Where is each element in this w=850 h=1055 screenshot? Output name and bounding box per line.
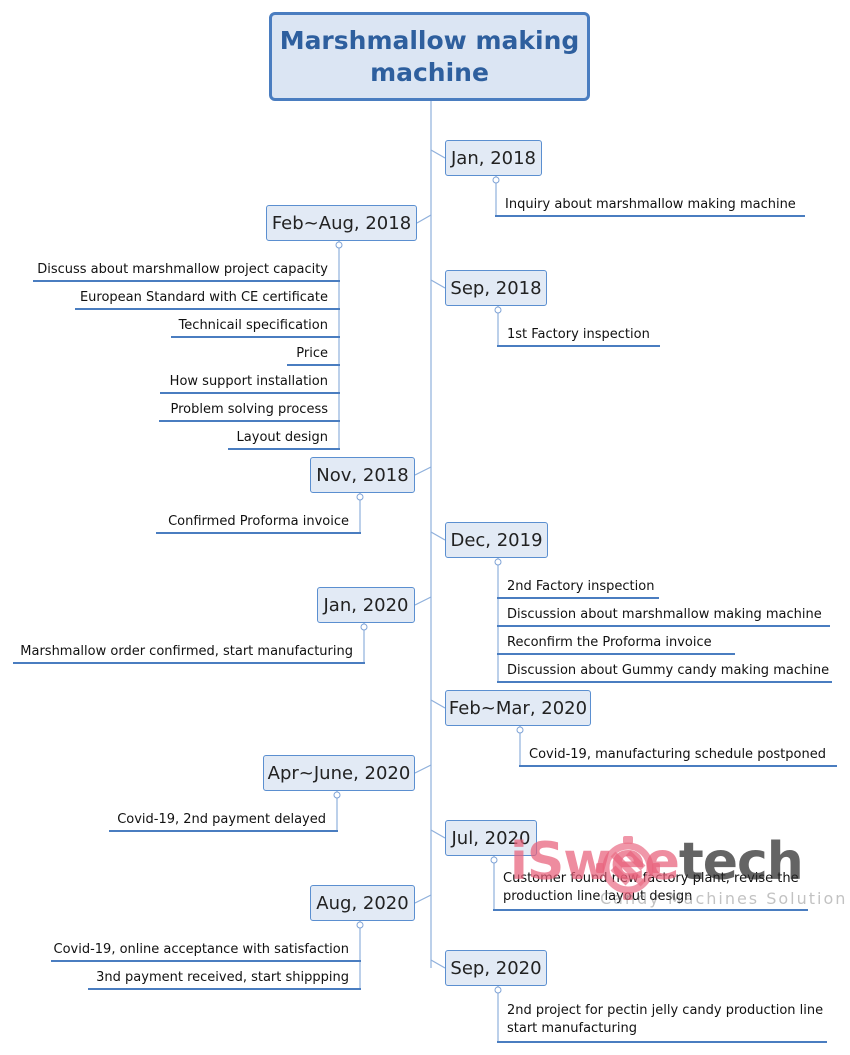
milestone-date-node[interactable]: Jan, 2020 (317, 587, 415, 623)
milestone-item[interactable]: European Standard with CE certificate (79, 290, 328, 305)
milestone-item[interactable]: Covid-19, online acceptance with satisfa… (53, 942, 350, 957)
branch-collapse-dot[interactable] (494, 558, 502, 566)
milestone-item[interactable]: 3nd payment received, start shippping (96, 970, 349, 985)
milestone-item[interactable]: Layout design (236, 430, 328, 445)
milestone-item[interactable]: Inquiry about marshmallow making machine (505, 197, 796, 212)
milestone-item[interactable]: Discussion about marshmallow making mach… (507, 607, 822, 622)
milestone-date-node[interactable]: Sep, 2018 (445, 270, 547, 306)
milestone-item[interactable]: Price (296, 346, 328, 361)
branch-collapse-dot[interactable] (492, 176, 500, 184)
date-connector (430, 531, 446, 541)
watermark-logo-icon (596, 836, 660, 900)
date-connector (430, 829, 446, 839)
date-connector (430, 699, 446, 709)
milestone-item[interactable]: Technicail specification (178, 318, 328, 333)
branch-collapse-dot[interactable] (490, 856, 498, 864)
milestone-item[interactable]: Covid-19, manufacturing schedule postpon… (529, 747, 826, 762)
watermark-subtitle: Candy Machines Solution (600, 889, 848, 908)
milestone-item[interactable]: Discussion about Gummy candy making mach… (507, 663, 830, 678)
milestone-date-node[interactable]: Feb~Aug, 2018 (266, 205, 417, 241)
date-connector (416, 214, 432, 224)
date-connector (414, 466, 432, 476)
milestone-item[interactable]: How support installation (169, 374, 328, 389)
date-connector (430, 959, 446, 969)
branch-collapse-dot[interactable] (335, 241, 343, 249)
date-connector (414, 764, 432, 774)
branch-collapse-dot[interactable] (356, 921, 364, 929)
milestone-item[interactable]: Reconfirm the Proforma invoice (507, 635, 712, 650)
milestone-date-node[interactable]: Apr~June, 2020 (263, 755, 415, 791)
date-connector (430, 279, 446, 289)
watermark-brand: iSweetech (510, 832, 804, 892)
milestone-item[interactable]: 2nd Factory inspection (507, 579, 655, 594)
branch-collapse-dot[interactable] (516, 726, 524, 734)
milestone-date-node[interactable]: Jul, 2020 (445, 820, 537, 856)
milestone-item[interactable]: Covid-19, 2nd payment delayed (117, 812, 326, 827)
milestone-item[interactable]: Marshmallow order confirmed, start manuf… (20, 644, 353, 659)
milestone-date-node[interactable]: Sep, 2020 (445, 950, 547, 986)
milestone-date-node[interactable]: Aug, 2020 (310, 885, 415, 921)
branch-collapse-dot[interactable] (494, 986, 502, 994)
branch-collapse-dot[interactable] (333, 791, 341, 799)
branch-collapse-dot[interactable] (494, 306, 502, 314)
milestone-date-node[interactable]: Nov, 2018 (310, 457, 415, 493)
root-topic[interactable]: Marshmallow making machine (269, 12, 590, 101)
branch-collapse-dot[interactable] (360, 623, 368, 631)
milestone-date-node[interactable]: Jan, 2018 (445, 140, 542, 176)
milestone-item[interactable]: Problem solving process (170, 402, 328, 417)
milestone-item[interactable]: 1st Factory inspection (507, 327, 650, 342)
date-connector (414, 894, 432, 904)
date-connector (430, 149, 446, 159)
milestone-item[interactable]: 2nd project for pectin jelly candy produ… (507, 1003, 824, 1036)
milestone-date-node[interactable]: Dec, 2019 (445, 522, 548, 558)
milestone-item[interactable]: Discuss about marshmallow project capaci… (37, 262, 328, 277)
branch-collapse-dot[interactable] (356, 493, 364, 501)
date-connector (414, 596, 432, 606)
milestone-item[interactable]: Confirmed Proforma invoice (168, 514, 349, 529)
milestone-date-node[interactable]: Feb~Mar, 2020 (445, 690, 591, 726)
